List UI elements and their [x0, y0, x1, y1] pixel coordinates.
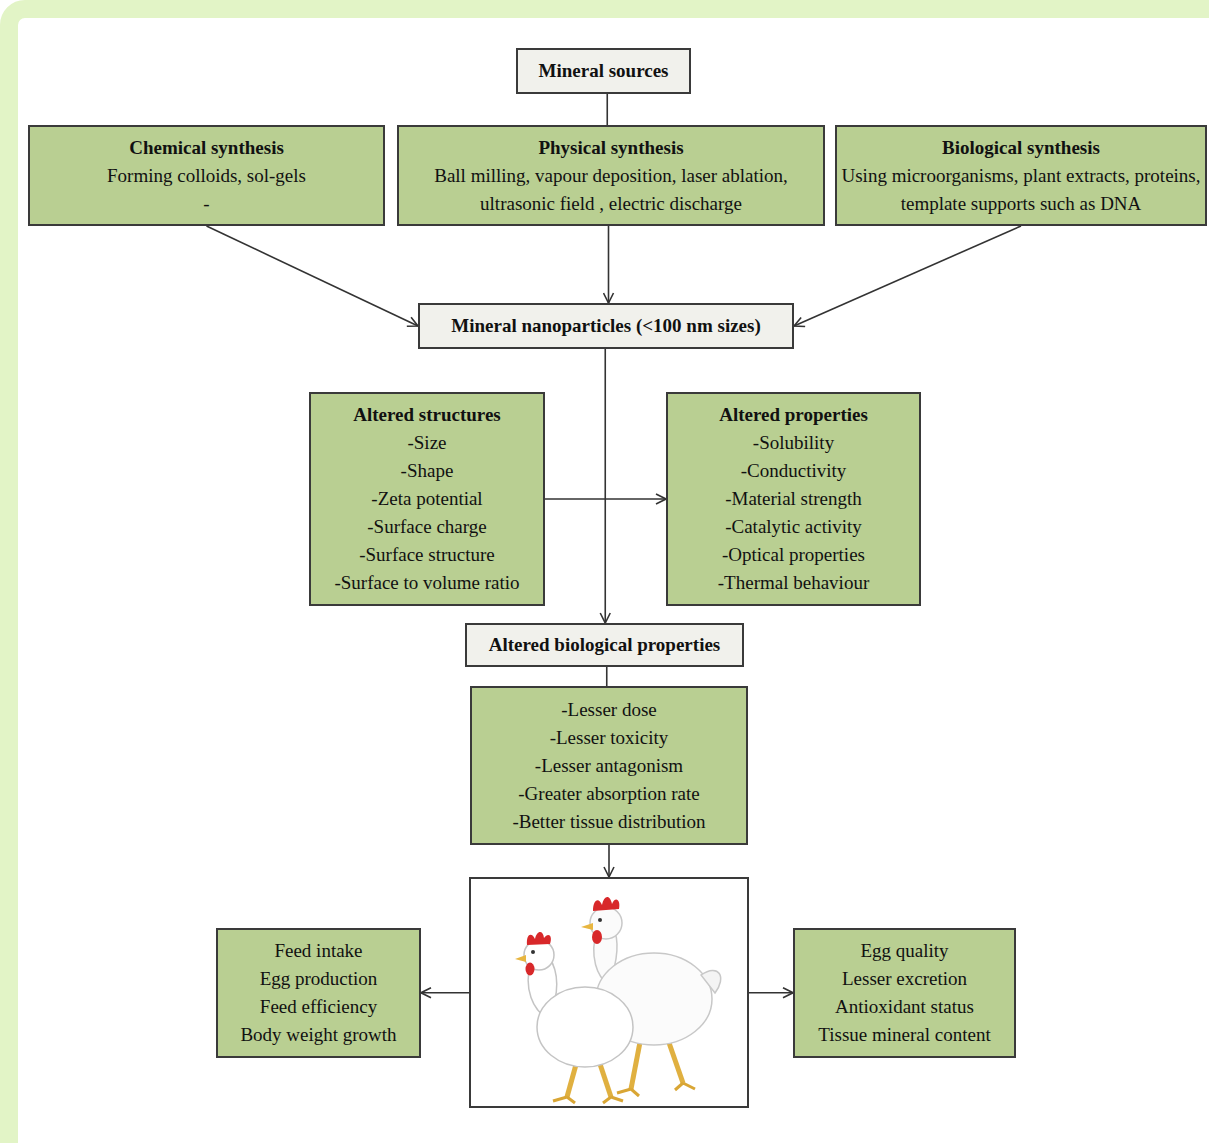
eye — [598, 918, 602, 922]
outcome-box: Feed intakeEgg productionFeed efficiency… — [216, 928, 421, 1058]
synthesis-box: Biological synthesisUsing microorganisms… — [835, 125, 1207, 226]
box-text: Egg quality — [860, 937, 948, 965]
box-text: Using microorganisms, plant extracts, pr… — [841, 162, 1201, 218]
box-text: Lesser excretion — [842, 965, 967, 993]
body — [537, 987, 633, 1067]
connectors — [207, 94, 1022, 993]
box-text: Tissue mineral content — [818, 1021, 990, 1049]
foot — [617, 1083, 695, 1096]
box-heading: Mineral nanoparticles (<100 nm sizes) — [451, 312, 761, 340]
chicken-front — [515, 932, 633, 1103]
connector-arrow — [606, 667, 608, 686]
leg — [631, 1037, 641, 1089]
structure-box: Altered structures-Size-Shape-Zeta poten… — [309, 392, 545, 606]
comb — [593, 897, 619, 911]
box-text: -Optical properties — [722, 541, 865, 569]
box-heading: Biological synthesis — [942, 134, 1100, 162]
box-heading: Altered biological properties — [489, 631, 721, 659]
box-text: -Surface charge — [367, 513, 486, 541]
box-text: -Catalytic activity — [725, 513, 862, 541]
foot — [553, 1097, 623, 1103]
wattle — [526, 963, 535, 976]
tail — [701, 970, 721, 993]
box-text: Egg production — [260, 965, 378, 993]
wattle — [592, 930, 602, 944]
connector-arrow — [608, 845, 610, 877]
box-text: Ball milling, vapour deposition, laser a… — [407, 162, 815, 218]
box-heading: Mineral sources — [539, 57, 669, 85]
box-text: -Material strength — [725, 485, 862, 513]
box-text: -Better tissue distribution — [512, 808, 705, 836]
box-text: Feed intake — [274, 937, 362, 965]
synthesis-box: Physical synthesisBall milling, vapour d… — [397, 125, 825, 226]
box-text: -Size — [407, 429, 446, 457]
source-box: Mineral sources — [516, 48, 691, 94]
box-text: Antioxidant status — [835, 993, 974, 1021]
connector-arrow — [749, 992, 793, 994]
box-heading: Physical synthesis — [538, 134, 683, 162]
box-text: -Surface to volume ratio — [334, 569, 519, 597]
box-heading: Chemical synthesis — [129, 134, 284, 162]
box-text: -Lesser dose — [561, 696, 657, 724]
connector-arrow — [545, 498, 666, 500]
box-text: - — [203, 190, 209, 218]
box-text: -Lesser antagonism — [535, 752, 683, 780]
box-text: -Surface structure — [359, 541, 495, 569]
connector-arrow — [606, 94, 608, 125]
connector-arrow — [604, 349, 606, 623]
frame-band — [9, 9, 1209, 1143]
box-heading: Altered structures — [353, 401, 501, 429]
connector-arrow — [794, 226, 1021, 326]
chicken-picture — [469, 877, 749, 1108]
box-text: -Shape — [401, 457, 454, 485]
beak — [581, 923, 593, 930]
box-text: -Solubility — [753, 429, 834, 457]
connector-arrow — [421, 992, 469, 994]
box-text: -Lesser toxicity — [550, 724, 669, 752]
box-text: Feed efficiency — [260, 993, 377, 1021]
box-text: -Greater absorption rate — [518, 780, 699, 808]
comb — [527, 932, 551, 945]
beak — [515, 955, 526, 962]
synthesis-box: Chemical synthesisForming colloids, sol-… — [28, 125, 385, 226]
eye — [531, 950, 535, 954]
leg — [599, 1061, 611, 1097]
picture-ground — [469, 877, 749, 1108]
biology-list-box: -Lesser dose-Lesser toxicity-Lesser anta… — [470, 686, 748, 845]
connector-arrow — [207, 226, 419, 326]
box-text: Forming colloids, sol-gels — [107, 162, 306, 190]
connector-arrow — [608, 226, 610, 303]
outcome-box: Egg qualityLesser excretionAntioxidant s… — [793, 928, 1016, 1058]
box-heading: Altered properties — [719, 401, 868, 429]
illustration-frame — [469, 877, 749, 1108]
box-text: Body weight growth — [240, 1021, 396, 1049]
box-text: -Thermal behaviour — [718, 569, 869, 597]
property-box: Altered properties-Solubility-Conductivi… — [666, 392, 921, 606]
biology-heading-box: Altered biological properties — [465, 623, 744, 667]
box-text: -Zeta potential — [371, 485, 482, 513]
nanoparticle-box: Mineral nanoparticles (<100 nm sizes) — [418, 303, 794, 349]
box-text: -Conductivity — [741, 457, 847, 485]
